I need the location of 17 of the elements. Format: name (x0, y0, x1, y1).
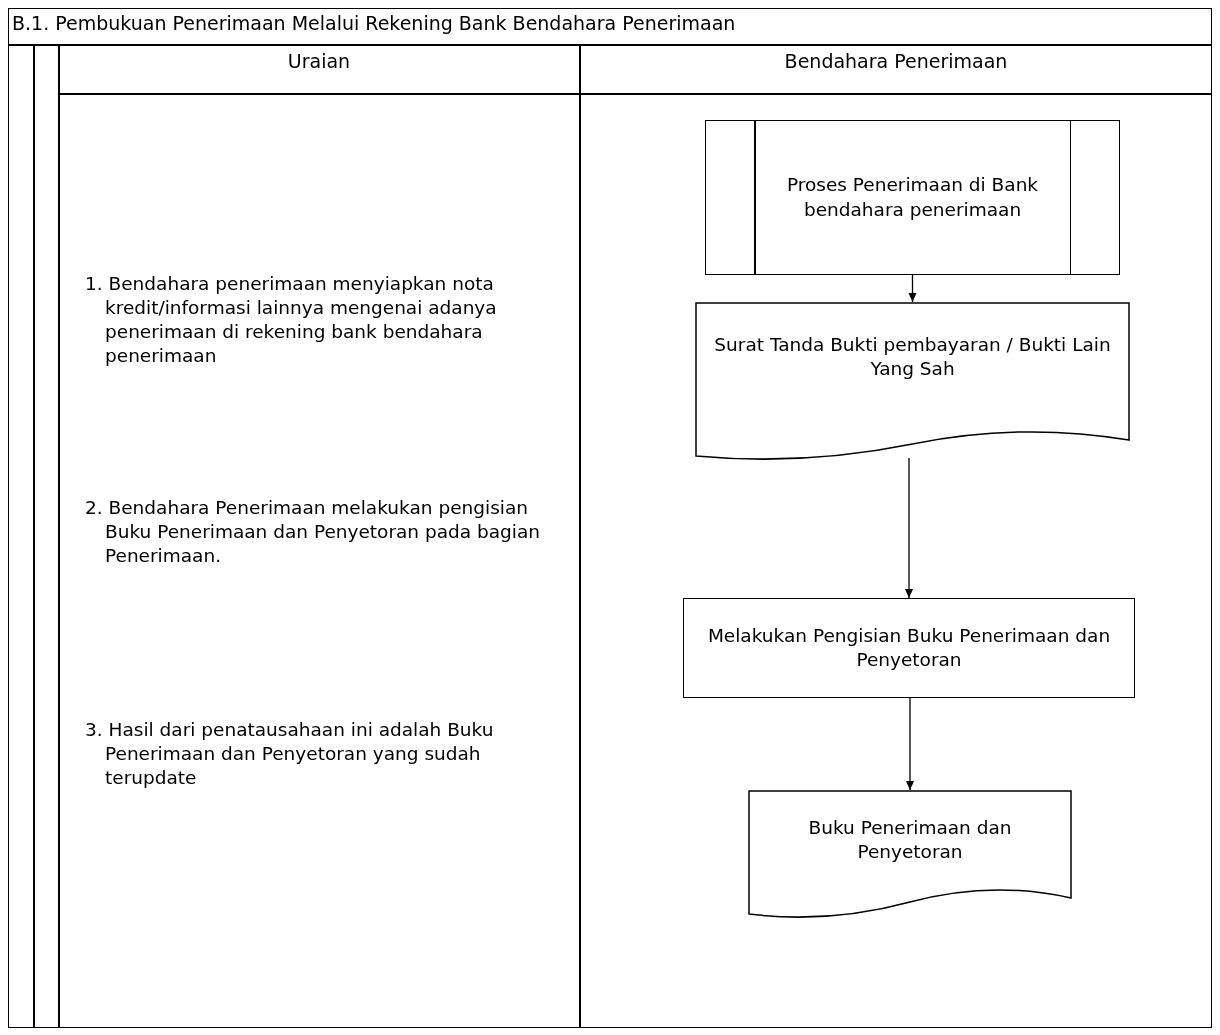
title: B.1. Pembukuan Penerimaan Melalui Rekening Bank Bendahara Penerimaan (12, 12, 736, 34)
node-text: Surat Tanda Bukti pembayaran / Bukti Lain Yang Sah (713, 332, 1112, 381)
step-description: 2. Bendahara Penerimaan melakukan pengisian Buku Penerimaan dan Penyetoran pada bagian Penerimaan. (85, 496, 541, 569)
node-text: Buku Penerimaan dan Penyetoran (807, 815, 1013, 864)
node-text: Proses Penerimaan di Bank bendahara penerimaan (785, 173, 1040, 222)
step-description: 3. Hasil dari penatausahaan ini adalah Buku Penerimaan dan Penyetoran yang sudah terupdate (85, 718, 495, 791)
arrow (908, 274, 917, 303)
step-description: 1. Bendahara penerimaan menyiapkan nota kredit/informasi lainnya mengenai adanya penerimaan di rekening bank bendahara penerimaan (85, 272, 498, 369)
predefined-process-box (705, 120, 1120, 275)
process-box (683, 598, 1135, 698)
arrow (906, 697, 914, 791)
node-text: Melakukan Pengisian Buku Penerimaan dan Penyetoran (706, 623, 1112, 672)
arrow (905, 457, 913, 599)
document-shape (695, 302, 1130, 462)
column-header: Uraian (286, 50, 352, 72)
document-shape (748, 790, 1072, 920)
column-header: Bendahara Penerimaan (783, 50, 1009, 72)
